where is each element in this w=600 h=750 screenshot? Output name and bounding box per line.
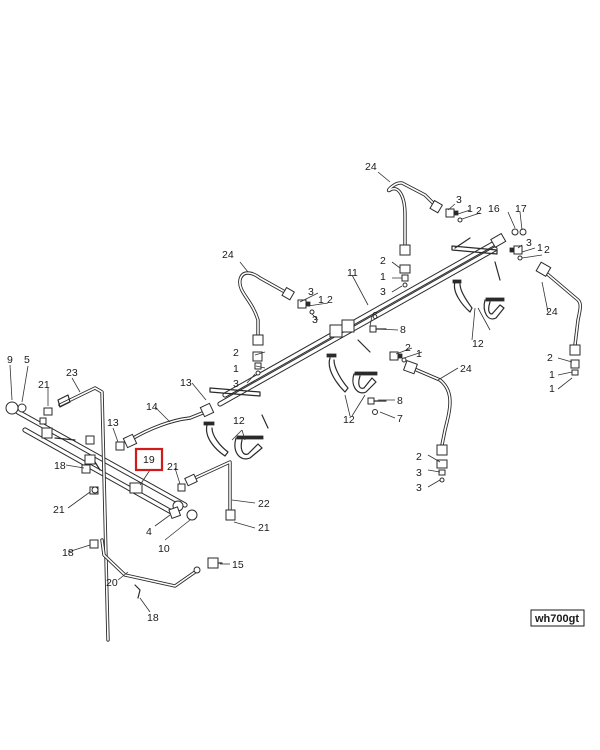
label-21: 21	[258, 522, 270, 534]
label-12: 12	[472, 338, 484, 350]
label-2: 2	[233, 347, 239, 359]
label-16: 16	[488, 203, 500, 215]
hose-24-middle	[402, 359, 452, 456]
label-23: 23	[66, 367, 78, 379]
tube-22	[184, 460, 236, 521]
label-4: 4	[146, 526, 152, 538]
label-10: 10	[158, 543, 170, 555]
clamp-12-lower-left	[203, 421, 264, 460]
clamp-12-middle	[326, 353, 378, 394]
label-2: 2	[544, 244, 550, 256]
label-19[interactable]: 19	[143, 454, 155, 466]
label-14: 14	[146, 401, 158, 413]
tube-20	[100, 538, 201, 599]
hose-14	[122, 402, 215, 449]
left-tube-assembly-19	[15, 409, 188, 517]
label-2: 2	[380, 255, 386, 267]
label-3: 3	[233, 378, 239, 390]
bolts-8-7	[367, 325, 387, 415]
label-1: 3	[416, 467, 422, 479]
label-1: 1	[416, 348, 422, 360]
label-3: 3	[308, 286, 314, 298]
fitting-group-top-right	[509, 228, 527, 261]
label-1: 1	[467, 203, 473, 215]
label-9: 9	[7, 354, 13, 366]
hose-24-right	[535, 261, 582, 356]
label-11: 11	[347, 267, 358, 279]
main-tube-11	[209, 232, 507, 429]
label-2: 2	[547, 352, 553, 364]
label-15: 15	[232, 559, 244, 571]
label-17: 17	[515, 203, 527, 215]
label-18: 18	[54, 460, 66, 472]
tube-23	[57, 386, 110, 642]
label-2: 2	[327, 294, 333, 306]
label-24: 24	[546, 306, 558, 318]
fitting-group-top	[445, 208, 463, 223]
label-12: 12	[343, 414, 355, 426]
label-6: 6	[372, 310, 378, 322]
clamp-12-top-right	[452, 279, 505, 320]
hose-24-upper-left	[238, 271, 296, 346]
fitting-group-right-mid	[389, 264, 411, 363]
label-21: 21	[38, 379, 50, 391]
label-24: 24	[365, 161, 377, 173]
label-1: 1	[537, 242, 543, 254]
part-labels: 24 3 1 2 16 17 3 1 2 2 1 3 11 24 3 1 2 3…	[7, 161, 558, 624]
label-13: 13	[180, 377, 192, 389]
label-5: 5	[24, 354, 30, 366]
fitting-group-center	[252, 351, 263, 376]
label-2: 2	[416, 451, 422, 463]
label-3: 3	[456, 194, 462, 206]
label-20: 20	[106, 577, 118, 589]
highlight-box-19[interactable]	[134, 447, 164, 472]
reference-tag: wh700gt	[530, 609, 585, 627]
label-1: 1	[233, 363, 239, 375]
label-3: 3	[380, 286, 386, 298]
label-12: 12	[233, 415, 245, 427]
label-22: 22	[258, 498, 270, 510]
label-3: 1	[549, 383, 555, 395]
label-8: 8	[400, 324, 406, 336]
label-18: 18	[147, 612, 159, 624]
label-2: 2	[405, 342, 411, 354]
label-3: 3	[312, 314, 318, 326]
label-7: 7	[397, 413, 403, 425]
reference-code: wh700gt	[534, 613, 579, 625]
fitting-group-lower-right	[436, 359, 580, 483]
label-3: 3	[526, 237, 532, 249]
label-21: 21	[53, 504, 65, 516]
label-13: 13	[107, 417, 119, 429]
leader-lines	[9, 171, 573, 613]
label-18: 18	[62, 547, 74, 559]
label-21: 21	[167, 461, 179, 473]
label-8: 8	[397, 395, 403, 407]
hose-24-top	[386, 181, 444, 256]
small-parts-left	[5, 401, 223, 569]
label-3: 3	[416, 482, 422, 494]
label-1: 1	[380, 271, 386, 283]
label-24: 24	[222, 249, 234, 261]
label-1: 1	[549, 369, 555, 381]
label-2: 2	[476, 205, 482, 217]
label-1: 1	[318, 294, 324, 306]
label-24: 24	[460, 363, 472, 375]
